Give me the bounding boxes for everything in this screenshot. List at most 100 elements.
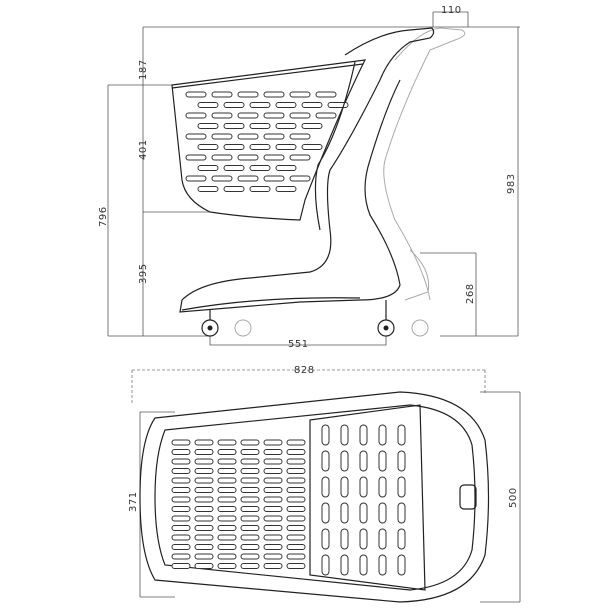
basket-slot [289,175,311,182]
floor-slot [263,553,283,560]
basket-slot [263,154,285,161]
floor-slot [217,515,237,522]
floor-slot [171,458,191,465]
basket-slot [197,186,219,192]
rear-panel-slot [397,528,406,550]
basket-slot [223,102,245,108]
floor-slot [217,506,237,512]
floor-slot [171,449,191,455]
basket-slot [275,165,297,171]
basket-slot [211,112,233,119]
551-dimension-line [209,336,387,346]
side-view-cart [171,27,466,337]
basket-slot [185,91,207,98]
ghost-wheel [411,319,429,337]
top-view-cart [139,391,490,603]
rear-panel-slot [321,424,330,446]
floor-slot [217,468,237,474]
basket-side-slots [185,91,349,192]
floor-slot [194,553,214,560]
floor-slot [286,553,306,560]
rear-panel-slot [321,476,330,498]
basket-slot [197,123,219,129]
floor-slot [240,439,260,446]
floor-slot [286,458,306,465]
top-view-inner-rim [154,404,476,591]
rear-panel-slot [321,554,330,576]
floor-slot [171,553,191,560]
dim-551: 551 [288,339,309,350]
basket-slot [249,144,271,150]
basket-slot [289,154,311,161]
front-wheel-hub [207,325,213,331]
rear-panel-slot [321,502,330,524]
basket-slot [263,112,285,119]
basket-slot [211,133,233,140]
floor-slot [194,506,214,512]
floor-slot [217,449,237,455]
floor-slot [263,534,283,541]
rear-panel-slot [359,502,368,524]
basket-rim [171,63,364,89]
floor-slot [286,477,306,484]
nested-cart-ghost-base [404,249,430,301]
floor-slot [263,515,283,522]
floor-slot [286,506,306,512]
basket-slot [263,91,285,98]
dim-983: 983 [506,173,517,194]
basket-slot [275,123,297,129]
floor-slot [171,506,191,512]
basket-slot [249,165,271,171]
floor-slot [240,544,260,550]
basket-slot [185,175,207,182]
top-view-slots [171,424,406,576]
basket-slot [249,186,271,192]
floor-slot [240,477,260,484]
floor-slot [194,525,214,531]
floor-slot [286,515,306,522]
floor-slot [286,544,306,550]
floor-slot [171,496,191,503]
basket-slot [301,123,323,129]
dim-828: 828 [294,365,315,376]
base-tray [181,297,361,311]
basket-slot [185,133,207,140]
basket-slot [197,144,219,150]
rear-panel-slot [378,502,387,524]
floor-slot [286,525,306,531]
floor-slot [240,468,260,474]
floor-slot [263,487,283,493]
rear-panel-slot [340,424,349,446]
floor-slot [194,544,214,550]
rear-panel-slot [340,476,349,498]
floor-slot [217,487,237,493]
basket-slot [223,123,245,129]
rear-panel-slot [397,450,406,472]
floor-slot [263,563,283,569]
frame-inner-line [314,61,356,231]
rear-panel-slot [397,502,406,524]
handle-grip [459,484,477,510]
floor-slot [217,563,237,569]
basket-slot [211,154,233,161]
rear-panel-slot [397,554,406,576]
basket-slot [223,165,245,171]
floor-slot [263,496,283,503]
floor-slot [263,506,283,512]
floor-slot [286,534,306,541]
basket-slot [275,144,297,150]
floor-slot [217,525,237,531]
floor-slot [171,487,191,493]
floor-slot [263,525,283,531]
basket-slot [197,165,219,171]
floor-slot [217,439,237,446]
dim-395: 395 [138,263,149,284]
floor-slot [217,477,237,484]
top-view-outline [139,391,490,603]
floor-slot [240,487,260,493]
dim-371: 371 [128,491,139,512]
basket-slot [289,133,311,140]
floor-slot [217,553,237,560]
cart-frame [179,27,435,313]
